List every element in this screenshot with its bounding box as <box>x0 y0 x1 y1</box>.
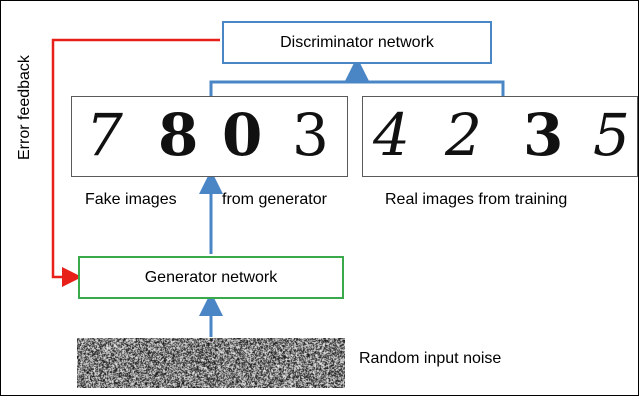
fake-images-label: Fake images <box>85 191 177 208</box>
real-digit-4: 5 <box>593 101 630 169</box>
real-images-label: Real images from training <box>385 191 568 208</box>
from-generator-label: from generator <box>222 191 327 208</box>
error-feedback-arrow <box>51 38 220 287</box>
fake-digit-1: 7 <box>86 101 123 169</box>
real-digit-2: 2 <box>445 101 482 169</box>
random-noise-image <box>77 338 345 388</box>
fake-images-panel: 7 8 0 3 <box>71 96 348 177</box>
error-feedback-label: Error feedback <box>16 55 33 160</box>
random-noise-label: Random input noise <box>359 350 502 367</box>
real-images-panel: 4 2 3 5 <box>362 96 638 177</box>
images-to-discriminator-connector <box>209 80 505 96</box>
generator-label: Generator network <box>144 268 278 286</box>
real-digit-1: 4 <box>373 101 410 169</box>
discriminator-label: Discriminator network <box>280 33 434 51</box>
discriminator-network-box: Discriminator network <box>222 21 492 64</box>
fake-digit-4: 3 <box>292 101 329 169</box>
real-digit-3: 3 <box>523 101 564 169</box>
generator-network-box: Generator network <box>78 256 344 299</box>
fake-digit-3: 0 <box>222 101 263 169</box>
fake-digit-2: 8 <box>158 101 199 169</box>
